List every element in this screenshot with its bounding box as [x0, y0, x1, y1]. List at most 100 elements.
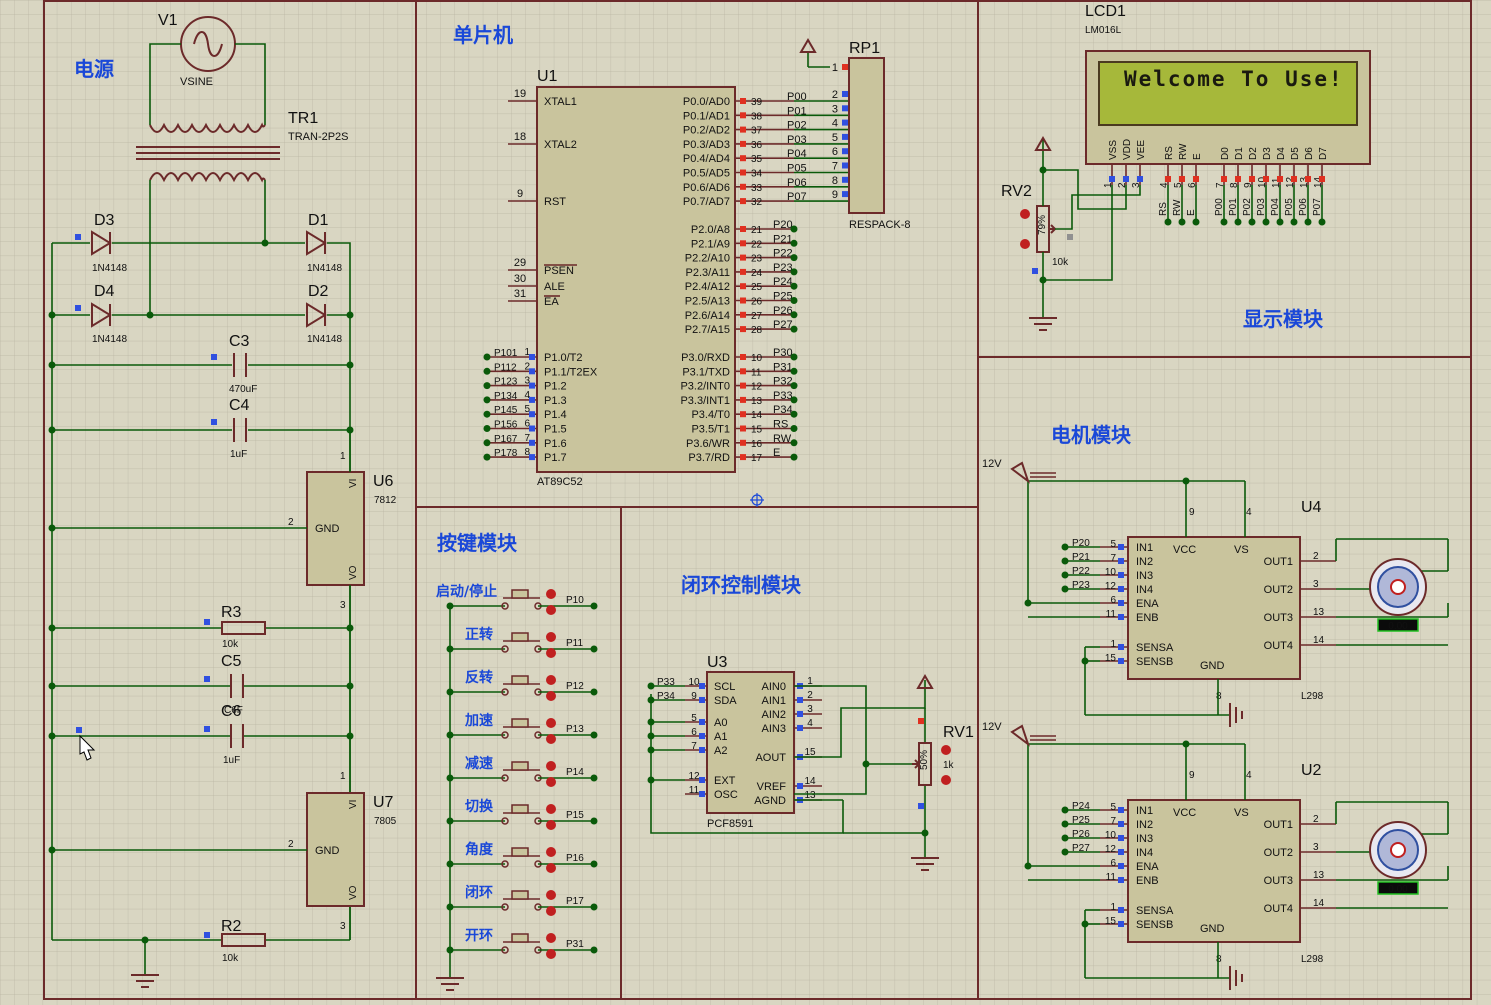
- u3-pin-num: 12: [688, 771, 700, 782]
- tr1-type: TRAN-2P2S: [288, 131, 349, 143]
- svg-text:C3: C3: [229, 333, 250, 350]
- u1-at89c52[interactable]: U1 AT89C52 19XTAL118XTAL29RST29PSEN30ALE…: [483, 68, 850, 488]
- capacitor-c4[interactable]: C4 1uF: [211, 397, 250, 460]
- v1-type: VSINE: [180, 76, 213, 88]
- dc-motor[interactable]: 0.00: [1335, 801, 1449, 909]
- net-label: P101: [494, 348, 518, 359]
- rv1-potentiometer[interactable]: 50% RV1 1k: [912, 718, 974, 809]
- capacitor-c5[interactable]: C5 C6F: [204, 653, 244, 716]
- net-label: P134: [494, 391, 518, 402]
- net-label: P30: [773, 347, 793, 359]
- net-label: P24: [773, 276, 793, 288]
- lcd1-display[interactable]: Welcome To Use! LCD1 LM016L VSS1VDD2VEE3…: [1085, 3, 1371, 226]
- resistor-r2[interactable]: R2 10k: [204, 918, 266, 964]
- l298-pin-name: ENB: [1136, 612, 1159, 624]
- lcd-pin-name: E: [1192, 153, 1203, 160]
- u1-pin-num: 18: [514, 131, 526, 143]
- diode-d1[interactable]: D1 1N4148: [306, 212, 342, 274]
- net-label: P145: [494, 405, 518, 416]
- u7-regulator[interactable]: VI GND VO U7 7805 1 2 3: [288, 771, 397, 932]
- svg-text:RV1: RV1: [943, 724, 974, 741]
- svg-text:7812: 7812: [374, 495, 397, 506]
- rp1-pin-num: 7: [832, 161, 838, 173]
- lcd-pin-name: D1: [1234, 147, 1245, 160]
- button-label: 闭环: [465, 884, 493, 901]
- u3-pin-num: 1: [807, 676, 813, 687]
- l298-pin-num: 9: [1189, 770, 1195, 781]
- tr1-secondary-coil: [149, 172, 266, 183]
- net-label: P20: [1072, 538, 1090, 549]
- u1-pin-num: 5: [524, 404, 530, 415]
- u1-pin-num: 33: [751, 183, 763, 194]
- ground-symbol-keys: [436, 977, 464, 991]
- l298-pin-name: IN4: [1136, 847, 1153, 859]
- net-label: RW: [773, 433, 792, 445]
- l298-pin-num: 3: [1313, 579, 1319, 590]
- rp1-pin-num: 4: [832, 118, 838, 130]
- net-label: P22: [773, 248, 793, 260]
- u1-pin-num: 26: [751, 297, 763, 308]
- u3-pin-num: 2: [807, 690, 813, 701]
- lcd-pin-num: 11: [1271, 177, 1282, 188]
- rp1-pin-num: 3: [832, 103, 838, 115]
- svg-text:1uF: 1uF: [230, 449, 247, 460]
- svg-text:1N4148: 1N4148: [92, 263, 127, 274]
- svg-text:D2: D2: [308, 283, 329, 300]
- l298-pin-name: OUT1: [1264, 556, 1293, 568]
- l298-pin-num: 5: [1110, 802, 1116, 813]
- button-label: 启动/停止: [436, 583, 497, 600]
- u1-pin-num: 16: [751, 439, 763, 450]
- u6-regulator[interactable]: VI GND VO U6 7812 1 2 3: [288, 451, 397, 611]
- u1-pin-name: P0.4/AD4: [683, 153, 730, 165]
- u3-pin-name: AIN0: [762, 681, 786, 693]
- capacitor-c6[interactable]: C6 1uF: [204, 703, 244, 766]
- u1-pin-name: P0.6/AD6: [683, 182, 730, 194]
- l298-pin-num: 15: [1105, 653, 1117, 664]
- u3-pin-num: 3: [807, 704, 813, 715]
- diode-d4[interactable]: D4 1N4148: [75, 283, 127, 345]
- u1-type: AT89C52: [537, 476, 583, 488]
- tr1-transformer[interactable]: TR1 TRAN-2P2S: [136, 110, 349, 183]
- u1-pin-num: 14: [751, 410, 763, 421]
- net-label: P04: [787, 148, 807, 160]
- l298-pin-name: VCC: [1173, 807, 1196, 819]
- rp1-pin-num: 6: [832, 146, 838, 158]
- diode-d2[interactable]: D2 1N4148: [306, 283, 342, 345]
- resistor-r3[interactable]: R3 10k: [204, 604, 266, 650]
- svg-text:GND: GND: [315, 845, 340, 857]
- l298-pin-num: 8: [1216, 954, 1222, 965]
- u1-ref: U1: [537, 68, 558, 85]
- l298-pin-num: 3: [1313, 842, 1319, 853]
- u1-pin-name: P3.5/T1: [691, 424, 730, 436]
- net-label: RW: [1172, 199, 1183, 216]
- u3-pcf8591[interactable]: U3 PCF8591 SCL10P33SDA9P34A05A16A27EXT12…: [647, 654, 823, 830]
- l298-pin-num: 6: [1110, 858, 1116, 869]
- diode-d3[interactable]: D3 1N4148: [75, 212, 127, 274]
- svg-text:D3: D3: [94, 212, 115, 229]
- net-label: P00: [1214, 198, 1225, 216]
- section-title-closed-loop: 闭环控制模块: [681, 573, 802, 597]
- capacitor-c3[interactable]: C3 470uF: [211, 333, 257, 395]
- l298-ref: U2: [1301, 762, 1322, 779]
- dc-motor[interactable]: 0.00: [1335, 538, 1449, 646]
- l298-pin-num: 1: [1110, 639, 1116, 650]
- net-label: P00: [787, 91, 807, 103]
- svg-text:1: 1: [340, 771, 346, 782]
- net-label: P02: [787, 120, 807, 132]
- u1-pin-num: 28: [751, 325, 763, 336]
- svg-text:VO: VO: [348, 885, 359, 900]
- u1-pin-num: 10: [751, 353, 763, 364]
- u1-pin-num: 13: [751, 396, 763, 407]
